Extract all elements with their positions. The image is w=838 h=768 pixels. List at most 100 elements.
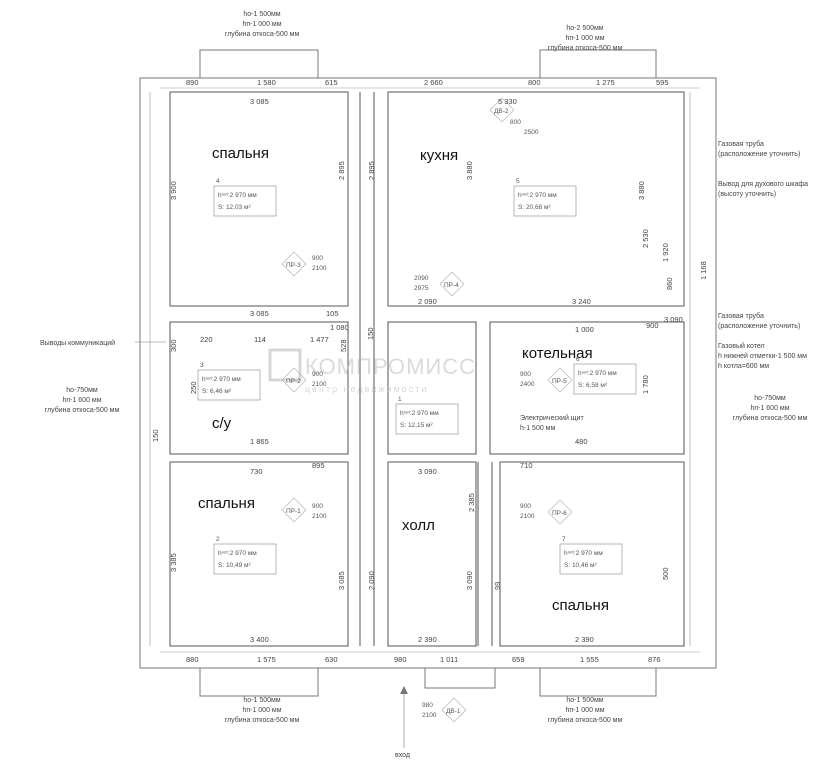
svg-text:1 575: 1 575 (257, 655, 276, 664)
svg-text:99: 99 (493, 582, 502, 590)
svg-text:3 240: 3 240 (572, 297, 591, 306)
svg-text:ПР-2: ПР-2 (286, 378, 301, 385)
svg-text:hо-750мм: hо-750мм (754, 395, 786, 402)
svg-text:h котла=600 мм: h котла=600 мм (718, 363, 769, 370)
svg-text:250: 250 (189, 381, 198, 394)
svg-text:900: 900 (312, 371, 323, 378)
svg-text:глубина откоса-500 мм: глубина откоса-500 мм (548, 716, 623, 724)
svg-text:800: 800 (510, 119, 521, 126)
svg-text:Электрический щит: Электрический щит (520, 414, 584, 422)
room-height-3: hⁿᵒᵗ:2 970 мм (202, 376, 241, 383)
svg-text:3 900: 3 900 (169, 181, 178, 200)
svg-text:hп-1 000 мм: hп-1 000 мм (242, 21, 281, 28)
svg-text:3 085: 3 085 (250, 309, 269, 318)
vertical-dimension-labels: 3 900 2 895 2 895 3 880 3 880 2 530 1 92… (169, 161, 708, 590)
svg-text:1 011: 1 011 (440, 655, 458, 664)
room-area-6: S: 6,58 м² (578, 382, 608, 389)
room-number-6: 6 (576, 356, 580, 363)
svg-text:3 085: 3 085 (250, 97, 269, 106)
svg-text:Газовая труба: Газовая труба (718, 140, 764, 148)
svg-text:1 865: 1 865 (250, 437, 269, 446)
svg-text:1 580: 1 580 (257, 78, 276, 87)
room-number-5: 5 (516, 178, 520, 185)
svg-text:1 275: 1 275 (596, 78, 615, 87)
room-height-2: hⁿᵒᵗ:2 970 мм (218, 550, 257, 557)
svg-text:150: 150 (151, 429, 160, 442)
room-height-1: hⁿᵒᵗ:2 970 мм (400, 410, 439, 417)
svg-text:220: 220 (200, 335, 213, 344)
svg-text:3 880: 3 880 (637, 181, 646, 200)
svg-text:2 390: 2 390 (575, 635, 594, 644)
room-height-4: hⁿᵒᵗ:2 970 мм (218, 192, 257, 199)
svg-text:ДВ-2: ДВ-2 (494, 108, 509, 115)
svg-text:3 085: 3 085 (337, 571, 346, 590)
svg-text:890: 890 (186, 78, 199, 87)
svg-text:615: 615 (325, 78, 338, 87)
svg-text:ПР-3: ПР-3 (286, 262, 301, 269)
svg-text:860: 860 (665, 277, 674, 290)
svg-text:105: 105 (326, 309, 339, 318)
room-name-bathroom: с/у (212, 415, 232, 432)
svg-text:hо-750мм: hо-750мм (66, 387, 98, 394)
svg-text:1 920: 1 920 (661, 243, 670, 262)
svg-text:800: 800 (528, 78, 541, 87)
svg-text:595: 595 (656, 78, 669, 87)
svg-text:2100: 2100 (312, 265, 327, 272)
svg-text:3 400: 3 400 (250, 635, 269, 644)
svg-text:2100: 2100 (520, 513, 535, 520)
svg-text:2 090: 2 090 (367, 571, 376, 590)
svg-text:h нижней отметки-1 500 мм: h нижней отметки-1 500 мм (718, 352, 807, 360)
svg-text:Газовый котел: Газовый котел (718, 342, 765, 350)
room-number-7: 7 (562, 536, 566, 543)
svg-text:2 090: 2 090 (418, 297, 437, 306)
svg-text:hо-1 500мм: hо-1 500мм (566, 697, 603, 704)
svg-text:ПР-5: ПР-5 (552, 378, 567, 385)
utilities-pointer: 150 (135, 341, 166, 442)
svg-text:895: 895 (312, 461, 325, 470)
svg-text:2 895: 2 895 (337, 161, 346, 180)
equipment-notes: Газовая труба (расположение уточнить) Вы… (40, 140, 808, 759)
svg-text:ПР-4: ПР-4 (444, 282, 459, 289)
room-outlines (169, 91, 685, 647)
svg-text:глубина откоса-500 мм: глубина откоса-500 мм (225, 716, 300, 724)
svg-text:2090: 2090 (414, 275, 429, 282)
room-number-1: 1 (398, 396, 402, 403)
svg-text:(расположение уточнить): (расположение уточнить) (718, 323, 800, 330)
room-area-7: S: 10,46 м² (564, 562, 597, 569)
svg-text:1 780: 1 780 (641, 375, 650, 394)
svg-text:hп-1 600 мм: hп-1 600 мм (750, 405, 789, 412)
svg-text:hо-2 500мм: hо-2 500мм (566, 25, 603, 32)
svg-text:876: 876 (648, 655, 661, 664)
svg-text:2 530: 2 530 (641, 229, 650, 248)
svg-text:Газовая труба: Газовая труба (718, 312, 764, 320)
svg-text:1 000: 1 000 (575, 325, 594, 334)
svg-text:528: 528 (339, 339, 348, 352)
entrance-arrow (400, 686, 408, 748)
svg-text:hо-1 500мм: hо-1 500мм (243, 11, 280, 18)
svg-text:2 390: 2 390 (418, 635, 437, 644)
watermark-tagline: центр недвижимости (305, 384, 428, 394)
svg-text:Вывод для духового шкафа: Вывод для духового шкафа (718, 181, 808, 188)
dimension-lines (149, 87, 700, 653)
svg-text:2 660: 2 660 (424, 78, 443, 87)
svg-text:ПР-1: ПР-1 (286, 508, 301, 515)
svg-text:114: 114 (254, 335, 266, 344)
room-area-4: S: 12,03 м² (218, 204, 251, 211)
dimension-labels: 890 1 580 615 2 660 800 1 275 595 3 085 … (186, 78, 683, 664)
svg-text:900: 900 (520, 371, 531, 378)
room-area-1: S: 12,15 м² (400, 422, 433, 429)
svg-text:659: 659 (512, 655, 525, 664)
svg-text:3 385: 3 385 (169, 553, 178, 572)
svg-text:глубина откоса-500 мм: глубина откоса-500 мм (225, 30, 300, 38)
svg-text:ДВ-1: ДВ-1 (446, 708, 461, 715)
room-area-2: S: 10,49 м² (218, 562, 251, 569)
room-name-hall: холл (402, 517, 435, 534)
svg-text:вход: вход (395, 752, 410, 759)
room-number-2: 2 (216, 536, 220, 543)
room-name-boiler: котельная (522, 345, 593, 362)
